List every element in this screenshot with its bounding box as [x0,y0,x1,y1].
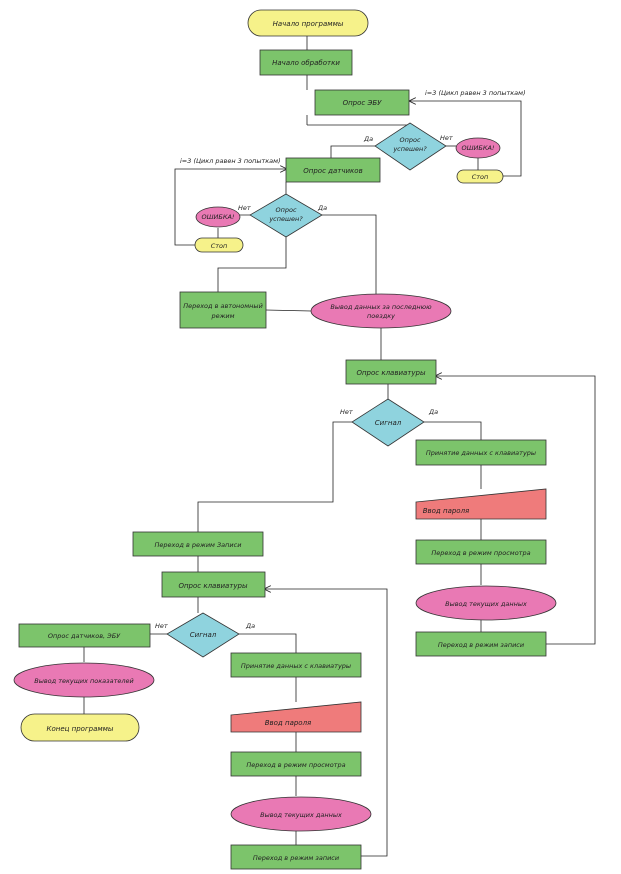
edges [83,36,596,857]
edge-rec2-loop [265,589,388,857]
node-view-mode-2-label: Переход в режим просмотра [246,761,345,769]
node-password-2: Ввод пароля [230,701,362,733]
edge-auto-lasttrip [265,309,312,312]
node-password-1: Ввод пароля [415,488,547,520]
node-record-mode-2-label: Переход в режим записи [253,854,339,862]
node-signal-2: Сигнал [166,612,240,658]
node-record-mode-1: Переход в режим записи [415,631,547,657]
node-poll-sensors-label: Опрос датчиков [303,167,362,175]
label-sensors-yes: Да [317,204,327,212]
node-autonomous-line2: режим [210,312,234,320]
node-record-mode-left-label: Переход в режим Записи [155,541,242,549]
node-accept-keys-2-label: Принятие данных с клавиатуры [241,662,351,670]
node-sensors-ok-line2: успешен? [268,215,303,223]
edge-ecu-yes [330,145,376,158]
node-last-trip-line2: поездку [367,312,395,320]
node-poll-sensors: Опрос датчиков [285,157,381,183]
edge-signal2-yes [239,633,297,653]
node-accept-keys-2: Принятие данных с клавиатуры [230,652,362,678]
node-ecu-ok-decision: Опрос успешен? [374,122,447,171]
edge-sensors-yes [322,214,377,296]
node-view-mode-1-label: Переход в режим просмотра [431,549,530,557]
node-signal-1-label: Сигнал [375,419,402,427]
node-poll-keyboard-1-label: Опрос клавиатуры [356,369,426,377]
node-poll-keyboard-2-label: Опрос клавиатуры [178,582,248,590]
node-autonomous-mode: Переход в автономный режим [179,291,267,329]
node-current-data-1-label: Вывод текущих данных [445,600,527,608]
node-ecu-error-label: ОШИБКА! [461,144,494,152]
node-accept-keys-1-label: Принятие данных с клавиатуры [426,449,536,457]
label-signal1-yes: Да [428,408,438,416]
node-sensors-error-label: ОШИБКА! [201,213,234,221]
node-ecu-stop: Стоп [456,169,504,184]
node-view-mode-1: Переход в режим просмотра [415,539,547,565]
label-ecu-yes: Да [363,135,373,143]
node-sensors-error: ОШИБКА! [195,206,241,228]
node-autonomous-line1: Переход в автономный [183,302,263,310]
node-sensors-stop-label: Стоп [211,242,228,250]
node-poll-ecu-label: Опрос ЭБУ [343,99,383,107]
node-current-data-2-label: Вывод текущих данных [260,811,342,819]
node-signal-1: Сигнал [351,398,425,447]
node-begin-processing: Начало обработки [259,49,353,76]
node-ecu-stop-label: Стоп [472,173,489,181]
node-poll-keyboard-1: Опрос клавиатуры [345,359,437,385]
node-ecu-error: ОШИБКА! [455,137,501,159]
node-poll-sensors-ecu-label: Опрос датчиков, ЭБУ [48,632,121,640]
node-view-mode-2: Переход в режим просмотра [230,751,362,777]
label-ecu-no: Нет [440,134,453,142]
edge-sensors-retry [174,169,286,246]
edge-rec1-loop [436,376,596,645]
node-last-trip-line1: Вывод данных за последнюю [330,303,432,311]
node-end: Конец программы [20,713,140,742]
edge-sensors-to-auto [217,236,287,292]
node-ecu-ok-line1: Опрос [399,136,420,144]
label-sensors-no: Нет [238,204,251,212]
node-sensors-ok-decision: Опрос успешен? [249,193,323,238]
node-ecu-ok-line2: успешен? [392,145,427,153]
node-accept-keys-1: Принятие данных с клавиатуры [415,439,547,466]
node-begin-processing-label: Начало обработки [272,59,340,67]
node-password-1-label: Ввод пароля [423,507,470,515]
label-signal2-yes: Да [245,622,255,630]
node-current-indicators: Вывод текущих показателей [13,662,155,698]
node-current-data-1: Вывод текущих данных [415,585,557,621]
node-signal-2-label: Сигнал [190,631,217,639]
node-last-trip-output: Вывод данных за последнюю поездку [310,293,452,329]
edge-labels: Да Нет i=3 (Цикл равен 3 попыткам) Да Не… [155,89,526,630]
node-record-mode-2: Переход в режим записи [230,844,362,870]
label-signal2-no: Нет [155,622,168,630]
node-end-label: Конец программы [47,725,114,733]
node-password-2-label: Ввод пароля [265,719,312,727]
node-start-label: Начало программы [273,20,344,28]
node-sensors-ok-line1: Опрос [275,206,296,214]
node-poll-keyboard-2: Опрос клавиатуры [161,571,266,598]
edge-signal1-yes [424,421,482,440]
label-sensors-retry: i=3 (Цикл равен 3 попыткам) [180,157,281,165]
node-poll-ecu: Опрос ЭБУ [314,89,410,116]
node-sensors-stop: Стоп [194,237,244,253]
node-start: Начало программы [247,9,369,37]
node-current-indicators-label: Вывод текущих показателей [34,677,134,685]
node-poll-sensors-ecu: Опрос датчиков, ЭБУ [18,623,151,648]
label-signal1-no: Нет [340,408,353,416]
node-record-mode-1-label: Переход в режим записи [438,641,524,649]
node-record-mode-left: Переход в режим Записи [132,531,264,557]
node-current-data-2: Вывод текущих данных [230,796,372,832]
label-ecu-retry: i=3 (Цикл равен 3 попыткам) [425,89,526,97]
edge-signal1-no [197,421,352,532]
edge-ecu-retry [410,101,522,177]
